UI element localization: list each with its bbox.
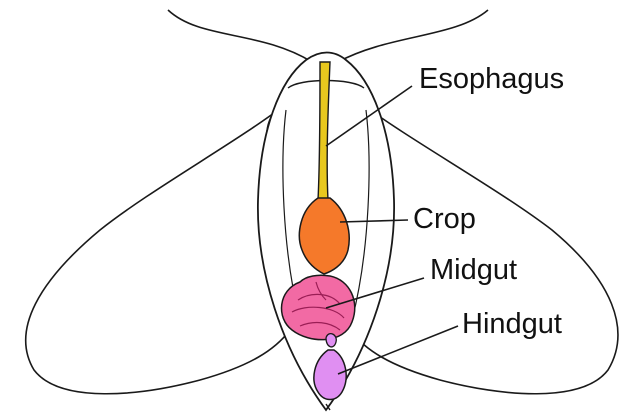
esophagus-label: Esophagus: [419, 63, 564, 95]
crop-label: Crop: [413, 203, 476, 235]
right-antenna: [338, 10, 488, 62]
midgut-label: Midgut: [430, 254, 517, 286]
hindgut-label: Hindgut: [462, 308, 562, 340]
left-antenna: [168, 10, 312, 62]
left-wing: [26, 104, 290, 394]
